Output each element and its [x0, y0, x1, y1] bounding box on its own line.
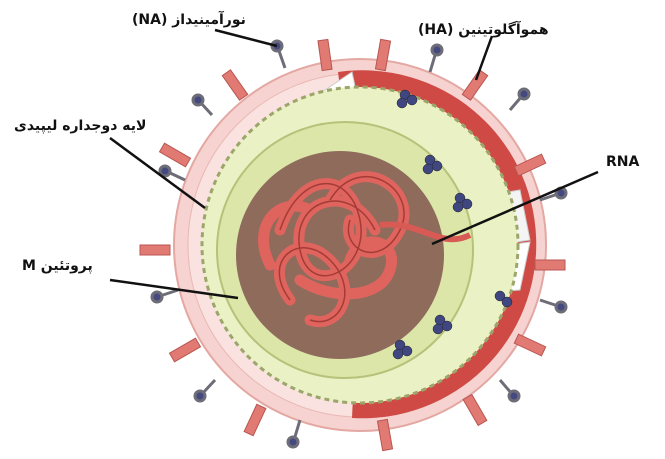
label-m-protein: پروتئین M: [22, 258, 93, 274]
label-rna: RNA: [606, 154, 639, 170]
label-na: نورآمینیداز (NA): [132, 12, 246, 28]
label-lipid-bilayer: لایه دوجداره لیپیدی: [14, 118, 146, 134]
label-ha: هموآگلوتینین (HA): [418, 22, 549, 38]
